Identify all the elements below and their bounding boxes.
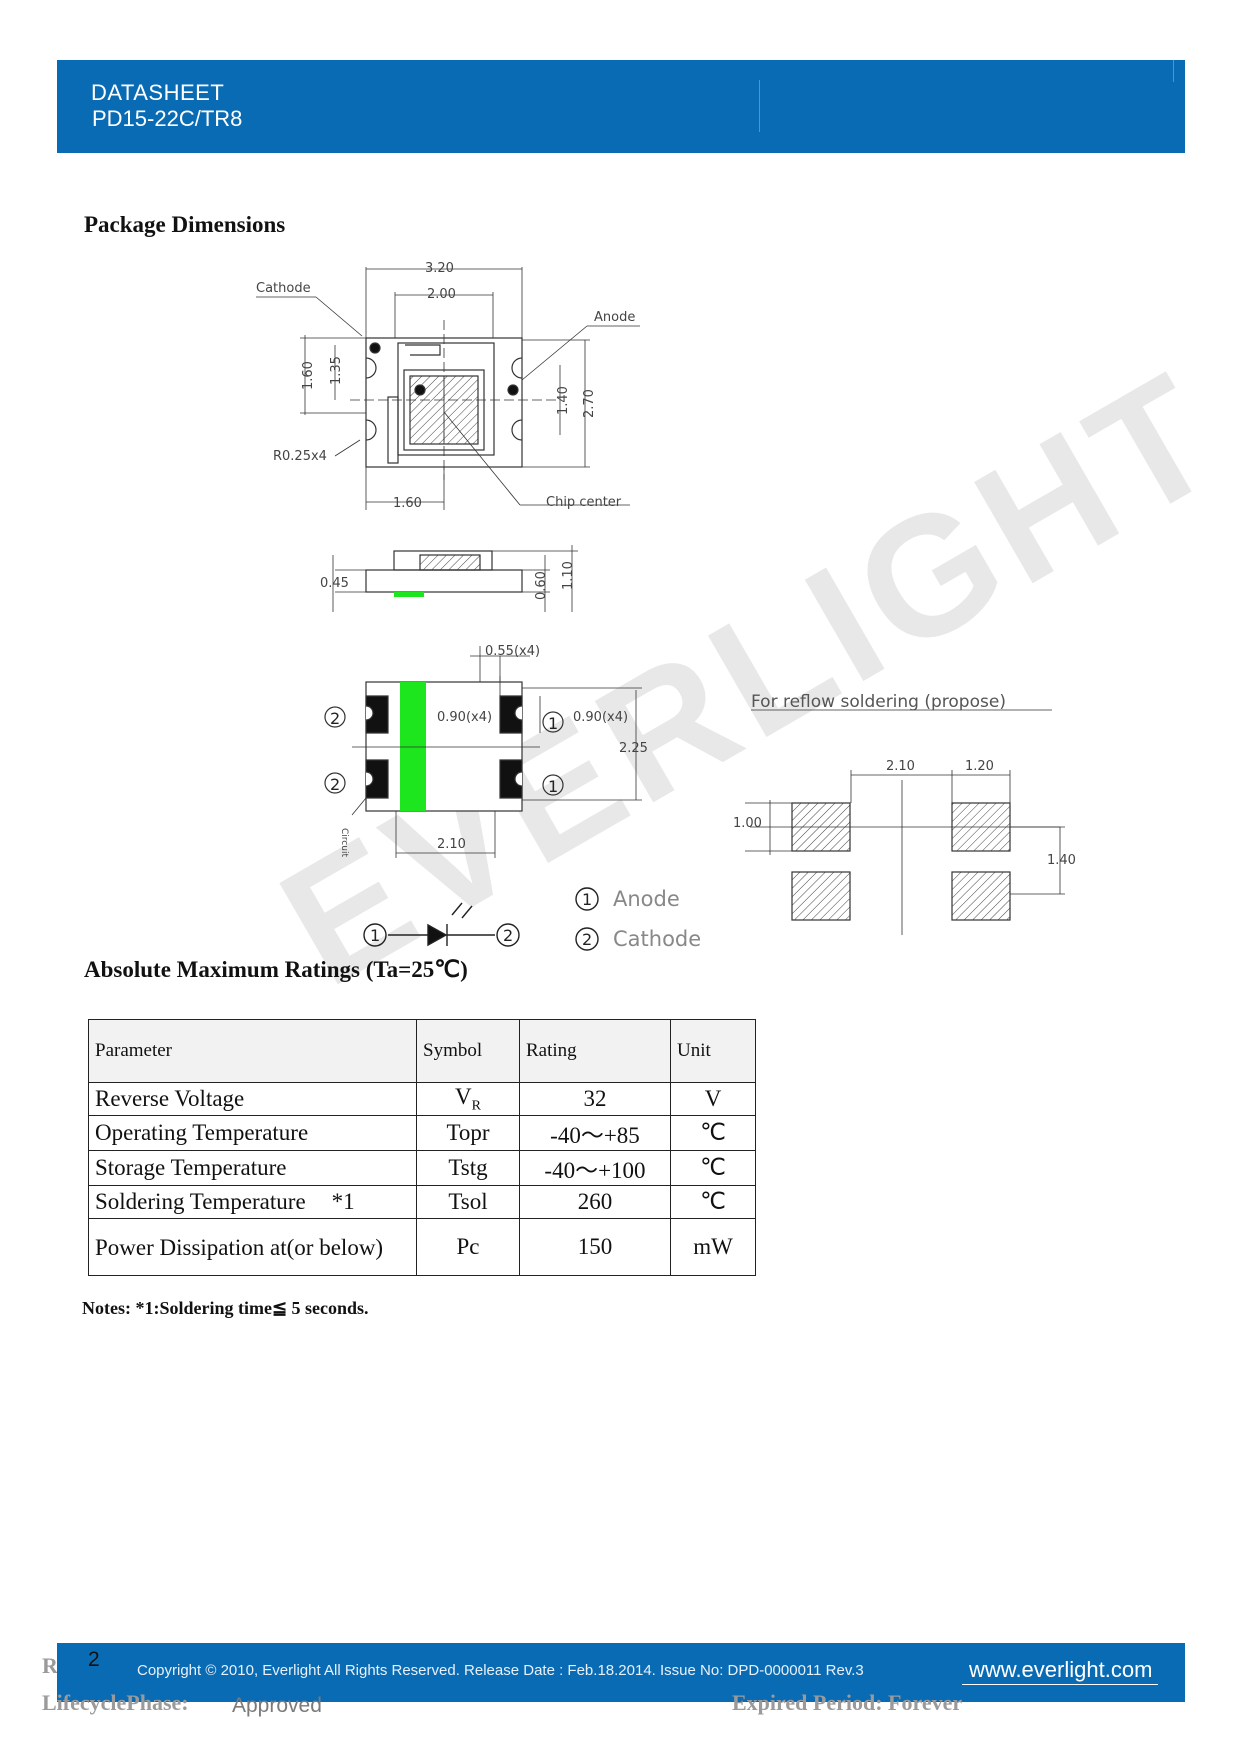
cell-symbol: Tstg [416, 1150, 520, 1186]
pin-2-top: 2 [330, 709, 340, 728]
label-r025: R0.25x4 [273, 449, 327, 464]
dim-1-35: 1.35 [329, 356, 344, 385]
package-drawing: 3.20 2.00 Cathode Anode 1.60 1.35 1.40 2… [256, 261, 1076, 951]
header-symbol: Symbol [416, 1019, 520, 1083]
reflow-dim-1-20: 1.20 [965, 759, 994, 774]
label-circuit: Circuit [339, 828, 349, 857]
dim-1-60-h: 1.60 [393, 496, 422, 511]
reflow-labels: For reflow soldering (propose) 2.10 1.20… [733, 692, 1076, 868]
dim-2-10: 2.10 [437, 837, 466, 852]
reflow-dim-1-00: 1.00 [733, 816, 762, 831]
cell-symbol: VR [416, 1082, 520, 1116]
side-view [332, 545, 578, 612]
note-mark: *1 [331, 1189, 355, 1214]
pin-1-top: 1 [548, 714, 558, 733]
dim-0-60: 0.60 [534, 571, 549, 600]
pin-2-bottom: 2 [330, 775, 340, 794]
cell-rating: 260 [519, 1185, 671, 1219]
header-divider [759, 80, 760, 132]
dim-1-60-v: 1.60 [301, 361, 316, 390]
cell-parameter: Operating Temperature [88, 1115, 417, 1151]
package-dimensions-title: Package Dimensions [84, 212, 286, 237]
table-row: Power Dissipation at(or below) Pc 150 mW [88, 1218, 756, 1276]
cell-unit: ℃ [670, 1150, 756, 1186]
top-view [256, 267, 640, 510]
cell-parameter: Storage Temperature [88, 1150, 417, 1186]
expired-period: Expired Period: Forever [732, 1690, 963, 1715]
reflow-pattern [745, 709, 1065, 935]
dim-0-55: 0.55(x4) [485, 644, 540, 659]
legend-num1: 1 [582, 890, 592, 909]
cell-unit: mW [670, 1218, 756, 1276]
reflow-title: For reflow soldering (propose) [751, 692, 1006, 712]
label-cathode: Cathode [256, 281, 311, 296]
website-underline [962, 1684, 1158, 1685]
copyright-text: Copyright © 2010, Everlight All Rights R… [137, 1662, 864, 1679]
part-number: PD15-22C/TR8 [92, 106, 243, 131]
reflow-dim-2-10: 2.10 [886, 759, 915, 774]
ratings-notes: Notes: *1:Soldering time≦ 5 seconds. [82, 1298, 369, 1318]
table-row: Storage Temperature Tstg -40～+100 ℃ [88, 1150, 756, 1186]
lifecycle-label: LifecyclePhase: [42, 1690, 189, 1715]
legend-anode: Anode [613, 887, 680, 911]
page-number: 2 [88, 1648, 100, 1671]
dim-1-10: 1.10 [561, 561, 576, 590]
cell-parameter: Power Dissipation at(or below) [88, 1218, 417, 1276]
label-chip-center: Chip center [546, 495, 622, 510]
side-view-labels: 0.45 0.60 1.10 [320, 561, 576, 600]
legend-cathode: Cathode [613, 927, 701, 951]
header-divider-right [1173, 60, 1174, 82]
cell-rating: 150 [519, 1218, 671, 1276]
header-rating: Rating [519, 1019, 671, 1083]
doc-type-label: DATASHEET [91, 80, 225, 105]
parameter-text: Soldering Temperature [95, 1189, 306, 1214]
cell-unit: ℃ [670, 1185, 756, 1219]
dim-2-70: 2.70 [582, 389, 597, 418]
dim-0-90-b: 0.90(x4) [573, 710, 628, 725]
cell-unit: ℃ [670, 1115, 756, 1151]
diode-symbol [363, 887, 599, 951]
legend-num2: 2 [582, 930, 592, 949]
table-row: Operating Temperature Topr -40～+85 ℃ [88, 1115, 756, 1151]
bottom-view [324, 646, 642, 858]
header-parameter: Parameter [88, 1019, 417, 1083]
absolute-max-ratings-title: Absolute Maximum Ratings (Ta=25℃) [84, 957, 468, 982]
diode-num2: 2 [503, 926, 513, 945]
symbol-main: V [455, 1083, 472, 1109]
cell-rating: -40～+100 [519, 1150, 671, 1186]
reflow-dim-1-40: 1.40 [1047, 853, 1076, 868]
dim-1-40: 1.40 [556, 386, 571, 415]
cell-parameter: Soldering Temperature *1 [88, 1185, 417, 1219]
cell-rating: 32 [519, 1082, 671, 1116]
ratings-table: Parameter Symbol Rating Unit Reverse Vol… [88, 1019, 756, 1276]
cell-symbol: Tsol [416, 1185, 520, 1219]
footer-r-fragment: R [42, 1653, 58, 1678]
cell-symbol: Topr [416, 1115, 520, 1151]
cell-symbol: Pc [416, 1218, 520, 1276]
diode-labels: 1 2 1 2 Anode Cathode [370, 887, 701, 951]
diode-num1: 1 [370, 926, 380, 945]
cell-rating: -40～+85 [519, 1115, 671, 1151]
table-row: Soldering Temperature *1 Tsol 260 ℃ [88, 1185, 756, 1219]
pin-1-bottom: 1 [548, 777, 558, 796]
header-unit: Unit [670, 1019, 756, 1083]
table-header-row: Parameter Symbol Rating Unit [88, 1019, 756, 1083]
footer-bar [57, 1643, 1185, 1702]
top-view-labels: 3.20 2.00 Cathode Anode 1.60 1.35 1.40 2… [256, 261, 635, 511]
dim-3-20: 3.20 [425, 261, 454, 276]
dim-0-90-a: 0.90(x4) [437, 710, 492, 725]
cell-unit: V [670, 1082, 756, 1116]
label-anode: Anode [594, 310, 635, 325]
lifecycle-value: Approved [232, 1694, 322, 1717]
symbol-sub: R [471, 1098, 481, 1114]
dim-2-00: 2.00 [427, 287, 456, 302]
dim-2-25: 2.25 [619, 741, 648, 756]
cell-parameter: Reverse Voltage [88, 1082, 417, 1116]
table-row: Reverse Voltage VR 32 V [88, 1082, 756, 1116]
header-bar [57, 60, 1185, 153]
dim-0-45: 0.45 [320, 576, 349, 591]
website-link[interactable]: www.everlight.com [969, 1657, 1153, 1682]
bottom-view-labels: 0.55(x4) 0.90(x4) 0.90(x4) 2.25 2.10 Cir… [330, 644, 648, 857]
